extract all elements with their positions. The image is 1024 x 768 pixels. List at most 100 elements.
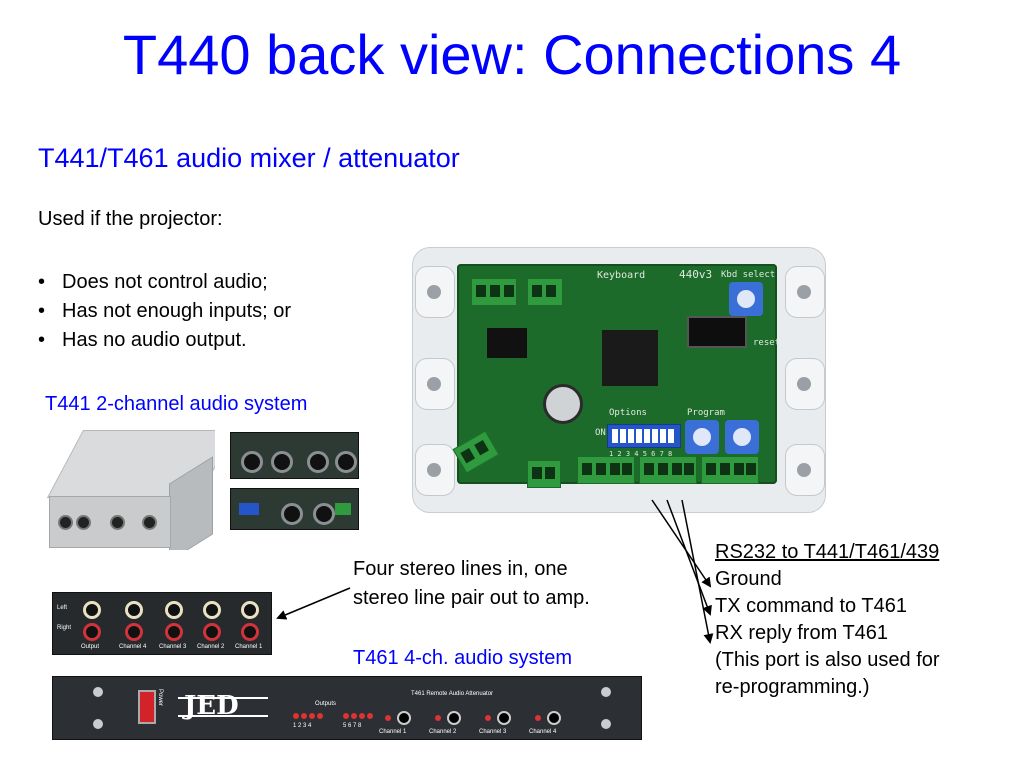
channel-led	[535, 715, 541, 721]
rca-panel-photo: Left Right Output Channel 4 Channel 3 Ch…	[52, 592, 272, 655]
audio-jack	[307, 451, 329, 473]
terminal-block	[527, 460, 561, 488]
bullet-list: • Does not control audio; • Has not enough…	[38, 268, 291, 355]
terminal-block	[639, 456, 697, 484]
arrow-ground	[651, 499, 712, 588]
silk-options: Options	[609, 408, 647, 418]
terminal-block	[577, 456, 635, 484]
intro-text: Used if the projector:	[38, 208, 223, 230]
bullet-glyph: •	[38, 300, 46, 322]
rack-screw	[601, 687, 611, 697]
rca-left-label: Left	[57, 605, 68, 611]
bullet-text: Has not enough inputs; or	[62, 300, 292, 322]
silk-reset: reset	[753, 338, 781, 348]
mounting-ear	[785, 444, 825, 496]
dip-switch	[239, 503, 259, 515]
silk-version: 440v3	[679, 268, 713, 281]
t441-box-photo	[45, 430, 215, 550]
box-front	[49, 496, 171, 548]
rotary-switch	[725, 420, 759, 454]
stereo-lines-note: Four stereo lines in, one stereo line pa…	[353, 555, 590, 613]
t461-caption: T461 4-ch. audio system	[353, 647, 572, 669]
output-led	[367, 713, 373, 719]
silk-keyboard: Keyboard	[597, 270, 646, 281]
rca-jack-white	[203, 601, 221, 619]
rca-jack-white	[125, 601, 143, 619]
rack-channel-label: Channel 3	[479, 729, 507, 735]
rca-jack-red	[83, 623, 101, 641]
mounting-ear	[415, 266, 455, 318]
rack-screw	[601, 719, 611, 729]
mounting-ear	[785, 266, 825, 318]
silk-kbd-select: Kbd select	[721, 270, 776, 280]
rs232-line-note-1: (This port is also used for	[715, 649, 940, 671]
slide-title: T440 back view: Connections 4	[122, 23, 902, 86]
t440-board-photo: Keyboard 440v3 Kbd select Options Progra…	[412, 247, 826, 513]
rack-channel-label: Channel 1	[379, 729, 407, 735]
rack-outputs-b: 5 6 7 8	[343, 723, 362, 729]
audio-jack	[76, 515, 91, 530]
stereo-line-2: stereo line pair out to amp.	[353, 587, 590, 609]
terminal-block	[471, 278, 517, 306]
bullet-text: Has no audio output.	[62, 329, 247, 351]
rs232-line-tx: TX command to T461	[715, 595, 907, 617]
rca-right-label: Right	[57, 625, 72, 631]
audio-jack	[271, 451, 293, 473]
audio-jack	[335, 451, 357, 473]
microcontroller-chip	[602, 330, 658, 386]
rotary-switch	[729, 282, 763, 316]
output-led	[317, 713, 323, 719]
bullet-item: • Has no audio output.	[38, 326, 291, 355]
audio-jack	[241, 451, 263, 473]
output-led	[351, 713, 357, 719]
rs232-line-note-2: re-programming.)	[715, 676, 870, 698]
rack-channel-label: Channel 4	[529, 729, 557, 735]
rack-channel-label: Channel 2	[429, 729, 457, 735]
rs232-line-rx: RX reply from T461	[715, 622, 889, 644]
output-led	[293, 713, 299, 719]
rs232-line-ground: Ground	[715, 568, 782, 590]
terminal-block	[527, 278, 563, 306]
bullet-text: Does not control audio;	[62, 271, 268, 293]
audio-jack	[142, 515, 157, 530]
rca-jack-red	[125, 623, 143, 641]
rca-jack-red	[165, 623, 183, 641]
rca-jack-red	[241, 623, 259, 641]
power-switch	[138, 690, 156, 724]
t441-caption: T441 2-channel audio system	[45, 393, 308, 415]
bullet-glyph: •	[38, 329, 46, 351]
bullet-item: • Does not control audio;	[38, 268, 291, 297]
silk-program: Program	[687, 408, 725, 418]
terminal-block	[701, 456, 759, 484]
silk-on: ON	[595, 428, 606, 438]
bullet-item: • Has not enough inputs; or	[38, 297, 291, 326]
jed-logo: JED	[178, 685, 268, 729]
channel-knob	[547, 711, 561, 725]
rca-channel-label: Channel 1	[235, 644, 263, 650]
capacitor	[543, 384, 583, 424]
t441-rear-panel	[230, 488, 359, 530]
dip-switch	[607, 424, 681, 448]
rs232-header: RS232 to T441/T461/439	[715, 541, 940, 563]
output-led	[301, 713, 307, 719]
rca-jack-white	[241, 601, 259, 619]
t461-rack-photo: Power JED T461 Remote Audio Attenuator O…	[52, 676, 642, 740]
header-connector	[687, 316, 747, 348]
channel-knob	[497, 711, 511, 725]
arrow-tx	[666, 499, 712, 616]
mounting-ear	[415, 358, 455, 410]
rca-channel-label: Channel 2	[197, 644, 225, 650]
relay	[487, 328, 527, 358]
silk-dip-numbers: 1 2 3 4 5 6 7 8	[609, 450, 673, 458]
stereo-line-1: Four stereo lines in, one	[353, 558, 568, 580]
channel-knob	[447, 711, 461, 725]
rack-outputs-a: 1 2 3 4	[293, 723, 312, 729]
audio-jack	[58, 515, 73, 530]
bullet-glyph: •	[38, 271, 46, 293]
arrow-to-rca-panel	[276, 587, 351, 620]
mounting-ear	[415, 444, 455, 496]
rca-channel-label: Channel 4	[119, 644, 147, 650]
rack-screw	[93, 719, 103, 729]
audio-jack	[281, 503, 303, 525]
rack-screw	[93, 687, 103, 697]
